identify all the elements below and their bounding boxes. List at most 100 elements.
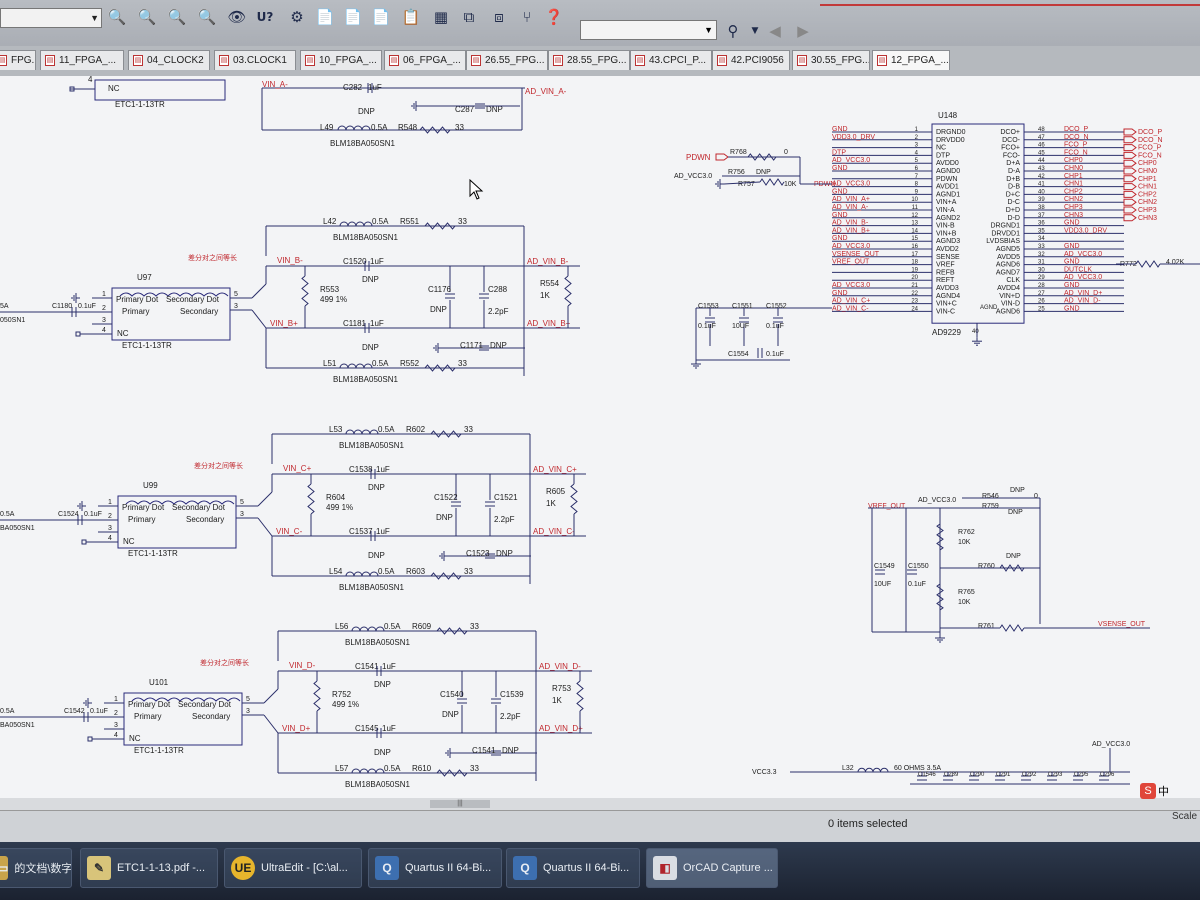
binoculars-icon[interactable]: ⚲ xyxy=(727,22,739,40)
net-label: GND xyxy=(1064,243,1080,250)
inductor xyxy=(339,221,373,227)
dropdown-arrow-icon[interactable]: ▼ xyxy=(751,26,759,36)
horizontal-scrollbar[interactable]: ||| xyxy=(0,798,1200,810)
resistor xyxy=(759,178,785,186)
pdf-icon: ✎ xyxy=(87,856,111,880)
pin-number: 2 xyxy=(915,135,919,141)
tab-page[interactable]: ▤43.CPCI_P... xyxy=(630,50,712,70)
pin-name: D-B xyxy=(1008,184,1020,191)
pin-name: AGND6 xyxy=(996,308,1020,315)
zoom-out-icon[interactable]: 🔍 xyxy=(137,8,157,26)
page-icon: ▤ xyxy=(219,55,229,66)
offpage-connector xyxy=(715,153,729,161)
pin-name: FCO+ xyxy=(1001,145,1020,152)
zoom-combo[interactable]: ▼ xyxy=(0,8,102,28)
tab-page[interactable]: ▤11_FPGA_... xyxy=(40,50,124,70)
inductor xyxy=(857,767,889,773)
net-label: DCO_P xyxy=(1064,126,1088,133)
pin-number: 31 xyxy=(1038,260,1045,266)
zoom-in-icon[interactable]: 🔍 xyxy=(107,8,127,26)
tool-icon[interactable]: ⑂ xyxy=(522,8,532,26)
ref-designator: L51 xyxy=(323,359,337,368)
pin-number: 28 xyxy=(1038,283,1045,289)
ref-designator: C1541 xyxy=(355,662,379,671)
ref-designator: U101 xyxy=(149,678,169,687)
pin-number: 19 xyxy=(911,267,918,273)
net-label: VIN_D- xyxy=(289,661,316,670)
offpage-connector xyxy=(1123,136,1137,144)
value-label: 499 1% xyxy=(320,295,347,304)
tab-page[interactable]: ▤26.55_FPG... xyxy=(466,50,548,70)
crossprobe-icon[interactable]: ⧈ xyxy=(494,8,504,26)
annotate-icon[interactable]: ⚙ xyxy=(290,8,304,26)
pin-number: 41 xyxy=(1038,182,1045,188)
pin-number: 2 xyxy=(102,305,106,312)
forward-arrow-icon[interactable]: ▶ xyxy=(797,22,809,40)
tab-page[interactable]: ▤06_FPGA_... xyxy=(384,50,466,70)
unknown-help-icon[interactable]: U? xyxy=(256,10,274,24)
value-label: 1K xyxy=(546,499,556,508)
tab-page[interactable]: ▤10_FPGA_... xyxy=(300,50,382,70)
tab-page[interactable]: ▤03.CLOCK1 xyxy=(214,50,296,70)
taskbar-item-pdf[interactable]: ✎ETC1-1-13.pdf -... xyxy=(80,848,218,888)
pin-name: AGND5 xyxy=(996,246,1020,253)
net-label: DUTCLK xyxy=(1064,266,1092,273)
pin-name: AGND0 xyxy=(936,168,960,175)
resistor xyxy=(936,583,944,611)
taskbar-item-orcad[interactable]: ◧OrCAD Capture ... xyxy=(646,848,778,888)
ref-designator: R605 xyxy=(546,487,566,496)
visibility-icon[interactable]: 👁 xyxy=(227,8,247,26)
net-label: AD_VIN_C+ xyxy=(832,298,870,305)
net-label: CHN0 xyxy=(1138,168,1157,175)
ref-designator: C1551 xyxy=(732,303,753,310)
inductor xyxy=(337,125,371,131)
scrollbar-thumb[interactable]: ||| xyxy=(430,800,490,808)
bom-icon[interactable]: 📋 xyxy=(401,8,421,26)
value-label: 10K xyxy=(958,539,971,546)
net-label: AD_VCC3.0 xyxy=(1064,274,1102,281)
netlist-icon[interactable]: 📄 xyxy=(343,8,363,26)
pin-name: PDWN xyxy=(936,176,957,183)
net-label: AD_VIN_C- xyxy=(533,527,575,536)
pin-icon[interactable]: ⧉ xyxy=(463,8,475,26)
tab-page-active[interactable]: ▤12_FPGA_... xyxy=(872,50,950,70)
resistor xyxy=(301,275,309,307)
help-icon[interactable]: ❓ xyxy=(544,8,564,26)
tab-page[interactable]: ▤30.55_FPG... xyxy=(792,50,870,70)
pin-name: DTP xyxy=(936,152,950,159)
pin-number: 3 xyxy=(915,143,919,149)
pin-number: 1 xyxy=(108,499,112,506)
value-label: 0.5A xyxy=(371,123,388,132)
part-combo[interactable]: ▼ xyxy=(580,20,717,40)
tab-page[interactable]: ▤28.55_FPG... xyxy=(548,50,630,70)
zoom-all-icon[interactable]: 🔍 xyxy=(197,8,217,26)
pin-number: 11 xyxy=(912,205,919,211)
net-label: AD_VCC3.0 xyxy=(832,282,870,289)
back-arrow-icon[interactable]: ◀ xyxy=(769,22,781,40)
ref-designator: R553 xyxy=(320,285,340,294)
part-number: BLM18BA050SN1 xyxy=(345,780,410,789)
taskbar-item-folder[interactable]: ▭的文档\数字... xyxy=(0,848,72,888)
pin-number: 3 xyxy=(114,722,118,729)
offpage-connector xyxy=(1123,183,1137,191)
library-icon[interactable]: ▦ xyxy=(433,8,449,26)
taskbar: ▭的文档\数字... ✎ETC1-1-13.pdf -... UEUltraEd… xyxy=(0,842,1200,900)
ref-designator: R761 xyxy=(978,623,995,630)
value-label: DNP xyxy=(430,305,447,314)
tab-page[interactable]: ▤FPG... xyxy=(0,50,36,70)
zoom-area-icon[interactable]: 🔍 xyxy=(167,8,187,26)
tab-page[interactable]: ▤42.PCI9056 xyxy=(712,50,790,70)
drc-icon[interactable]: 📄 xyxy=(315,8,335,26)
value-label: 499 1% xyxy=(332,700,359,709)
nc-label: NC xyxy=(117,329,129,338)
crossref-icon[interactable]: 📄 xyxy=(371,8,391,26)
tab-page[interactable]: ▤04_CLOCK2 xyxy=(128,50,210,70)
pin-name: AVDD3 xyxy=(936,285,959,292)
pin-name: SENSE xyxy=(936,254,960,261)
net-label: FCO_P xyxy=(1138,145,1162,152)
